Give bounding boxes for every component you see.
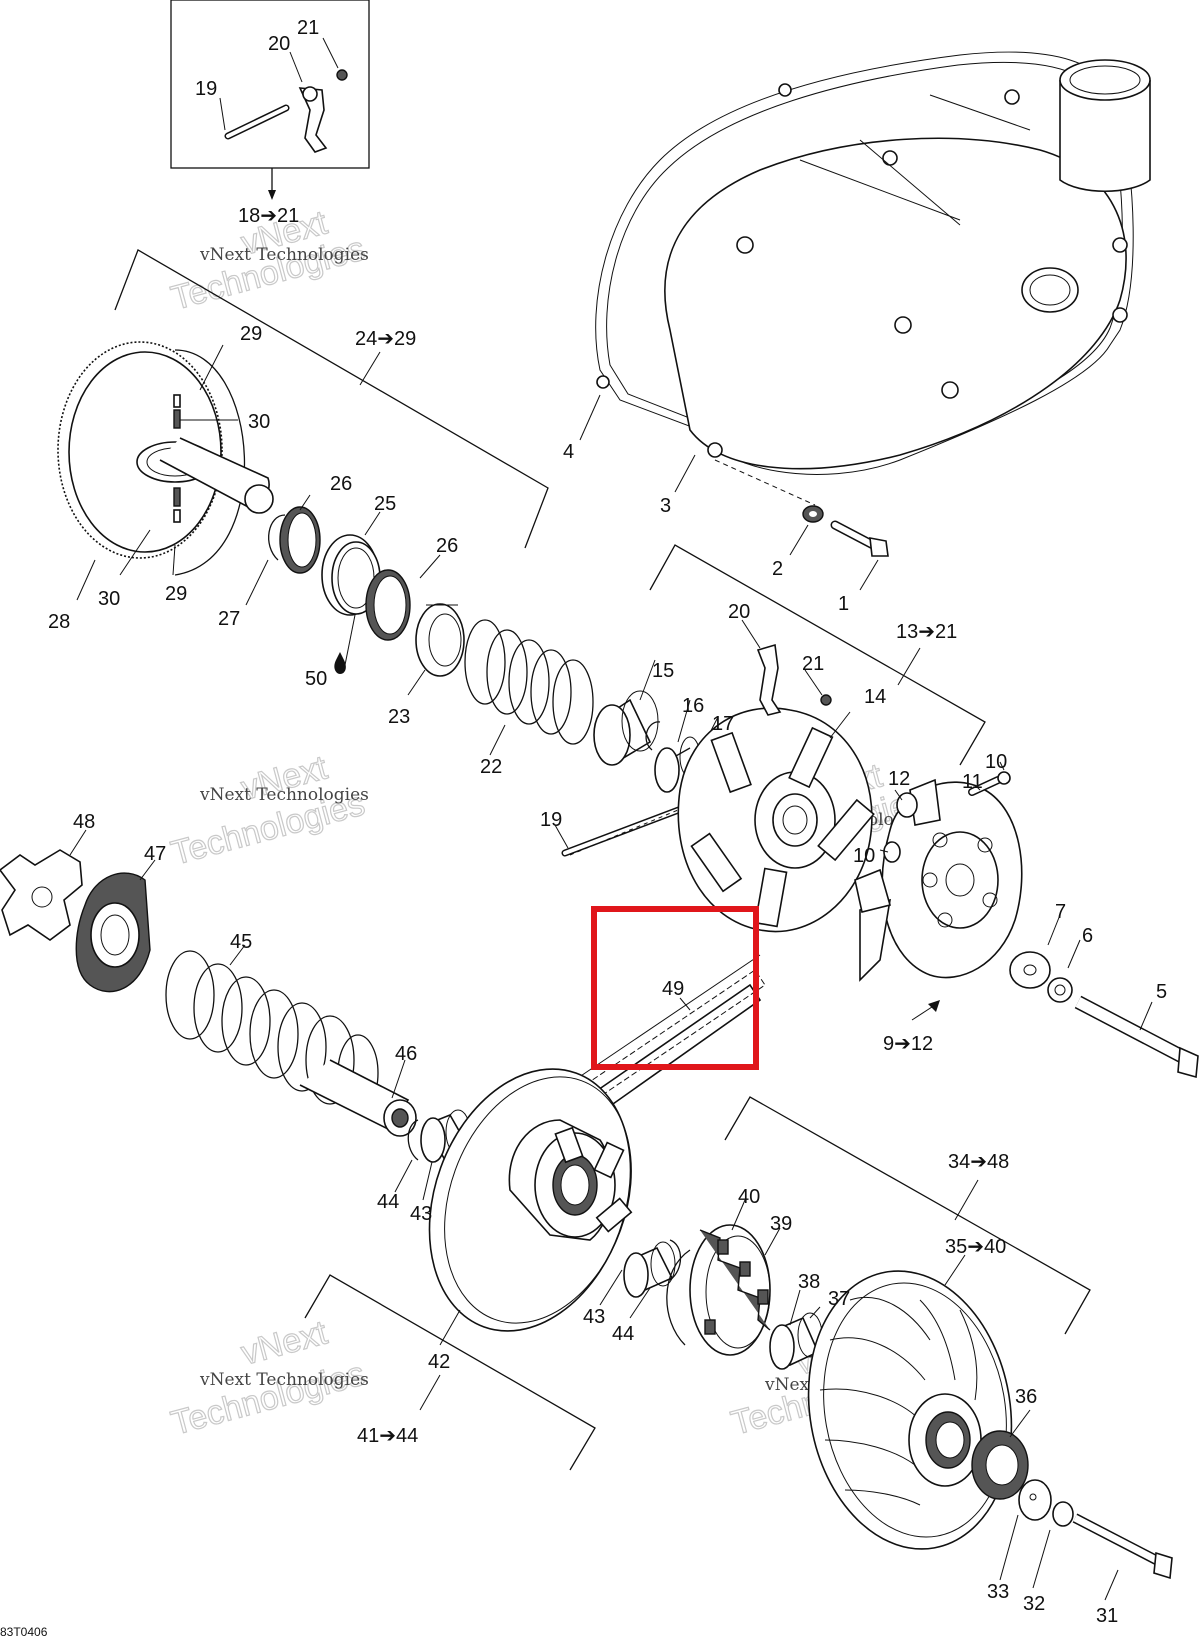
label-23: 23 — [388, 706, 410, 728]
label-45: 45 — [230, 931, 252, 953]
label-44b: 44 — [612, 1323, 634, 1345]
svg-text:vNext Technologies: vNext Technologies — [199, 785, 369, 805]
spring-22 — [464, 619, 594, 756]
label-12: 12 — [888, 768, 910, 790]
bearing-36-hardware — [971, 1409, 1173, 1601]
label-19b: 19 — [540, 809, 562, 831]
label-10b: 10 — [853, 845, 875, 867]
label-32: 32 — [1023, 1593, 1045, 1615]
svg-text:Technologies: Technologies — [167, 1355, 369, 1443]
label-36: 36 — [1015, 1386, 1037, 1408]
label-18-21: 18➔21 — [238, 205, 299, 227]
label-43b: 43 — [583, 1306, 605, 1328]
inset-box-18-21 — [170, 0, 370, 200]
bushing-37-38 — [769, 1289, 823, 1370]
label-1: 1 — [838, 593, 849, 615]
label-30a: 30 — [248, 411, 270, 433]
bearing-stack — [245, 494, 465, 696]
label-35-40: 35➔40 — [945, 1236, 1006, 1258]
label-10a: 10 — [985, 751, 1007, 773]
bushings-15-17 — [593, 659, 719, 793]
ring-40-cam-39 — [666, 1199, 781, 1356]
bracket-41-44 — [304, 1274, 596, 1471]
label-49: 49 — [662, 978, 684, 1000]
label-30b: 30 — [98, 588, 120, 610]
label-47: 47 — [144, 843, 166, 865]
svg-text:vNext Technologies: vNext Technologies — [199, 1370, 369, 1390]
label-13-21: 13➔21 — [896, 621, 957, 643]
ramp-48 — [0, 829, 87, 941]
label-17: 17 — [712, 713, 734, 735]
label-4: 4 — [563, 441, 574, 463]
label-22: 22 — [480, 756, 502, 778]
cover-assembly — [579, 51, 1151, 591]
label-25: 25 — [374, 493, 396, 515]
label-46: 46 — [395, 1043, 417, 1065]
svg-text:vNext Technologies: vNext Technologies — [199, 245, 369, 265]
label-33: 33 — [987, 1581, 1009, 1603]
label-41-44: 41➔44 — [357, 1425, 418, 1447]
label-9-12: 9➔12 — [883, 1033, 933, 1055]
label-11: 11 — [962, 771, 983, 793]
label-7: 7 — [1055, 901, 1066, 923]
label-20a: 20 — [268, 33, 290, 55]
movable-sheave-14 — [677, 619, 875, 933]
label-48: 48 — [73, 811, 95, 833]
bushings-43-44-bottom — [599, 1239, 682, 1319]
label-21a: 21 — [297, 17, 319, 39]
figure-code: 83T0406 — [0, 1625, 48, 1639]
label-43a: 43 — [410, 1203, 432, 1225]
cam-47 — [75, 859, 156, 993]
washers-bolt-5-7 — [1009, 914, 1199, 1079]
label-2: 2 — [772, 558, 783, 580]
label-38: 38 — [798, 1271, 820, 1293]
label-42: 42 — [428, 1351, 450, 1373]
svg-text:vNext: vNext — [237, 1313, 331, 1372]
label-29a: 29 — [240, 323, 262, 345]
label-3: 3 — [660, 495, 671, 517]
bracket-24-29 — [114, 249, 549, 549]
watermark-bottom-left: vNext Technologies vNext Technologies — [167, 1313, 370, 1444]
label-50: 50 — [305, 668, 327, 690]
label-39: 39 — [770, 1213, 792, 1235]
label-34-48: 34➔48 — [948, 1151, 1009, 1173]
part-labels: 21 20 19 18➔21 29 24➔29 30 26 25 26 30 2… — [0, 17, 1167, 1639]
label-20b: 20 — [728, 601, 750, 623]
bracket-13-21 — [649, 544, 986, 766]
label-29b: 29 — [165, 583, 187, 605]
label-14: 14 — [864, 686, 886, 708]
label-16: 16 — [682, 695, 704, 717]
spider-9-12 — [854, 761, 1023, 1021]
fixed-sheave-42 — [428, 1068, 633, 1346]
label-40: 40 — [738, 1186, 760, 1208]
shaft-46 — [299, 1059, 417, 1137]
label-27: 27 — [218, 608, 240, 630]
fixed-sheave-28 — [57, 341, 274, 601]
label-26b: 26 — [436, 535, 458, 557]
label-21b: 21 — [802, 653, 824, 675]
label-31: 31 — [1096, 1605, 1118, 1627]
label-6: 6 — [1082, 925, 1093, 947]
movable-sheave-35-40 — [807, 1254, 1013, 1550]
highlight-box-49 — [591, 906, 759, 1070]
label-44a: 44 — [377, 1191, 399, 1213]
label-15: 15 — [652, 660, 674, 682]
bracket-34-48 — [724, 1096, 1091, 1335]
label-24-29: 24➔29 — [355, 328, 416, 350]
label-26a: 26 — [330, 473, 352, 495]
label-19a: 19 — [195, 78, 217, 100]
label-5: 5 — [1156, 981, 1167, 1003]
label-37: 37 — [828, 1288, 850, 1310]
watermark-mid-left: vNext Technologies vNext Technologies — [167, 748, 370, 874]
label-28: 28 — [48, 611, 70, 633]
